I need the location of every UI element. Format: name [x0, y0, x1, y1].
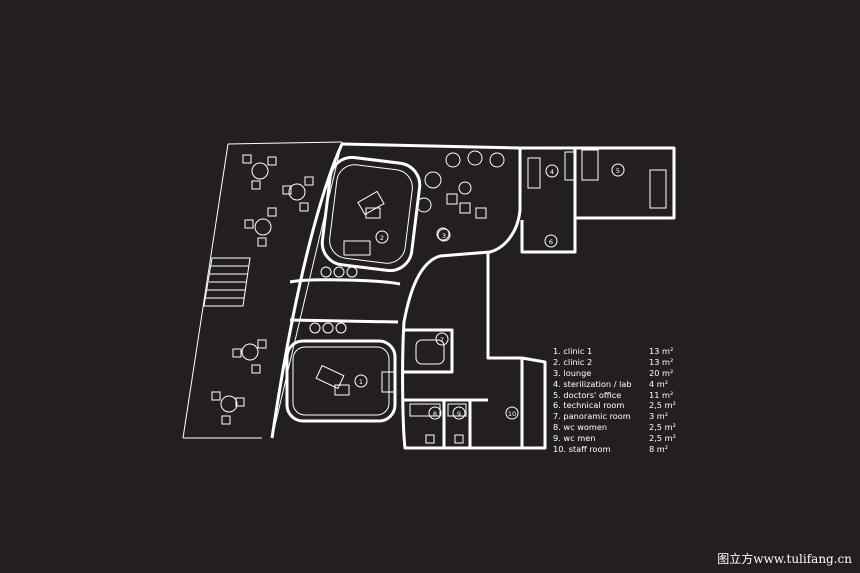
room-marker-7: [435, 332, 449, 346]
legend-room-name: 1. clinic 1: [553, 346, 593, 356]
building-walls: [270, 142, 676, 450]
legend-room-area: 20 m²: [649, 367, 674, 378]
legend-room-name: 9. wc men: [553, 433, 596, 444]
legend-room-name: 4. sterilization / lab: [553, 378, 632, 389]
legend-row: 2. clinic 2 13 m²: [553, 357, 683, 368]
legend-room-name: 3. lounge: [553, 367, 592, 378]
room-number-4: 4: [550, 168, 554, 176]
room-marker-1: [354, 374, 368, 388]
room-numbers: 1 2 3 4 5 6 7 8 9 10: [359, 167, 620, 418]
legend-room-area: 11 m²: [649, 389, 674, 400]
room-number-9: 9: [457, 410, 461, 418]
room-marker-3: [437, 228, 451, 242]
stairs: [203, 257, 251, 307]
legend-row: 1. clinic 1 13 m²: [553, 346, 683, 357]
room-marker-4: [545, 164, 559, 178]
room-number-7: 7: [440, 336, 444, 344]
room-number-1: 1: [359, 378, 363, 386]
legend-room-name: 6. technical room: [553, 400, 625, 411]
legend-room-name: 2. clinic 2: [553, 356, 593, 367]
legend-row: 10. staff room 8 m²: [553, 444, 683, 455]
legend-room-area: 4 m²: [649, 378, 669, 389]
legend-room-name: 10. staff room: [553, 444, 611, 455]
legend-room-area: 2,5 m²: [649, 422, 676, 433]
room-marker-2: [375, 230, 389, 244]
room-number-6: 6: [549, 238, 553, 246]
room-number-3: 3: [442, 232, 446, 240]
room-markers: [354, 163, 625, 420]
watermark: 图立方www.tulifang.cn: [717, 552, 852, 566]
office-furniture: [409, 149, 667, 444]
legend-room-name: 5. doctors' office: [553, 389, 622, 400]
legend-room-name: 8. wc women: [553, 422, 608, 433]
legend-row: 8. wc women 2,5 m²: [553, 422, 683, 433]
site-outline: [182, 141, 343, 439]
legend-row: 7. panoramic room 3 m²: [553, 411, 683, 422]
clinic-2-enclosure: [320, 155, 422, 273]
room-marker-8: [428, 406, 442, 420]
room-marker-9: [452, 406, 466, 420]
legend-room-area: 13 m²: [649, 356, 674, 367]
dental-chairs: [315, 190, 397, 396]
legend-room-area: 2,5 m²: [649, 400, 676, 411]
legend-room-area: 8 m²: [649, 444, 669, 455]
legend-room-area: 3 m²: [649, 411, 669, 422]
terrace-furniture: [211, 154, 314, 425]
clinic-1-enclosure: [285, 339, 397, 423]
legend-row: 9. wc men 2,5 m²: [553, 433, 683, 444]
legend-row: 3. lounge 20 m²: [553, 368, 683, 379]
room-number-5: 5: [616, 167, 620, 175]
room-marker-5: [611, 163, 625, 177]
room-number-10: 10: [508, 410, 516, 418]
room-number-2: 2: [380, 234, 384, 242]
legend-row: 4. sterilization / lab 4 m²: [553, 379, 683, 390]
legend-row: 6. technical room 2,5 m²: [553, 400, 683, 411]
room-legend: 1. clinic 1 13 m² 2. clinic 2 13 m² 3. lou…: [553, 346, 683, 455]
room-marker-10: [505, 406, 519, 420]
legend-room-area: 2,5 m²: [649, 433, 676, 444]
lounge-furniture: [309, 150, 505, 334]
room-number-8: 8: [433, 410, 437, 418]
legend-room-area: 13 m²: [649, 346, 674, 356]
legend-room-name: 7. panoramic room: [553, 411, 631, 422]
legend-row: 5. doctors' office 11 m²: [553, 390, 683, 401]
room-marker-6: [544, 234, 558, 248]
